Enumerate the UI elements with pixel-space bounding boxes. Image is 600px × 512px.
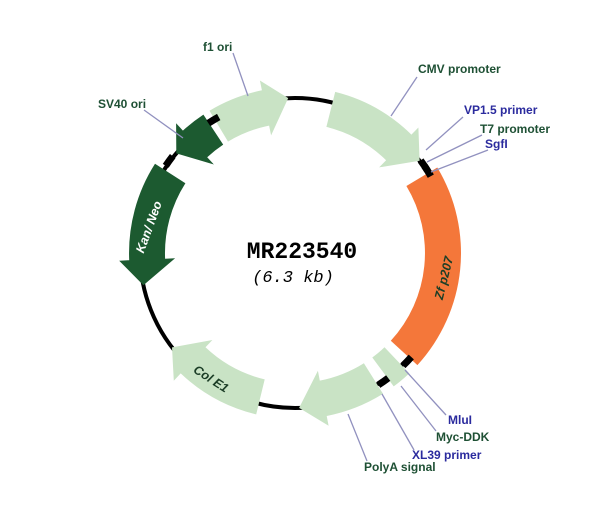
band-polya-signal (299, 363, 383, 426)
leader-myc-ddk (400, 385, 437, 432)
tick-mlui (400, 354, 414, 369)
label-xl39-primer: XL39 primer (412, 448, 482, 462)
band-sv40-ori (176, 114, 224, 165)
tick-kan-sv40-junction (162, 153, 176, 168)
site-ticks (162, 113, 434, 388)
plasmid-size-label: (6.3 kb) (252, 269, 334, 288)
label-mlui: MluI (448, 413, 472, 427)
leader-mlui (404, 369, 447, 416)
leader-cmv-promoter (390, 76, 418, 117)
plasmid-title-block: MR223540 (6.3 kb) (247, 239, 357, 288)
band-zf-p207 (390, 167, 461, 366)
tick-sv40-f1-junction (206, 113, 221, 127)
leader-sv40-ori (143, 109, 184, 139)
label-polya-signal: PolyA signal (364, 460, 436, 474)
leader-f1-ori (232, 52, 249, 97)
leader-lines (143, 52, 489, 462)
tick-sgfi (421, 164, 434, 178)
feature-labels: f1 ori SV40 ori CMV promoter VP1.5 prime… (98, 40, 550, 474)
tick-xl39-primer (376, 375, 391, 388)
leader-sgfi (430, 149, 489, 173)
label-t7-promoter: T7 promoter (480, 122, 550, 136)
band-cmv-promoter (326, 91, 420, 168)
label-myc-ddk: Myc-DDK (436, 430, 490, 444)
band-col-e1 (172, 340, 265, 415)
plasmid-name: MR223540 (247, 239, 357, 265)
leader-vp15-primer (425, 116, 464, 151)
label-vp15-primer: VP1.5 primer (464, 103, 538, 117)
label-sv40-ori: SV40 ori (98, 97, 146, 111)
leader-xl39-primer (381, 393, 415, 451)
label-cmv-promoter: CMV promoter (418, 62, 501, 76)
band-myc-ddk (372, 347, 410, 387)
leader-t7-promoter (426, 134, 483, 163)
label-f1-ori: f1 ori (203, 40, 232, 54)
band-f1-ori (209, 80, 289, 142)
leader-polya-signal (347, 413, 368, 462)
feature-bands (119, 80, 461, 426)
band-kan-neo (119, 163, 186, 286)
label-sgfi: SgfI (485, 137, 508, 151)
